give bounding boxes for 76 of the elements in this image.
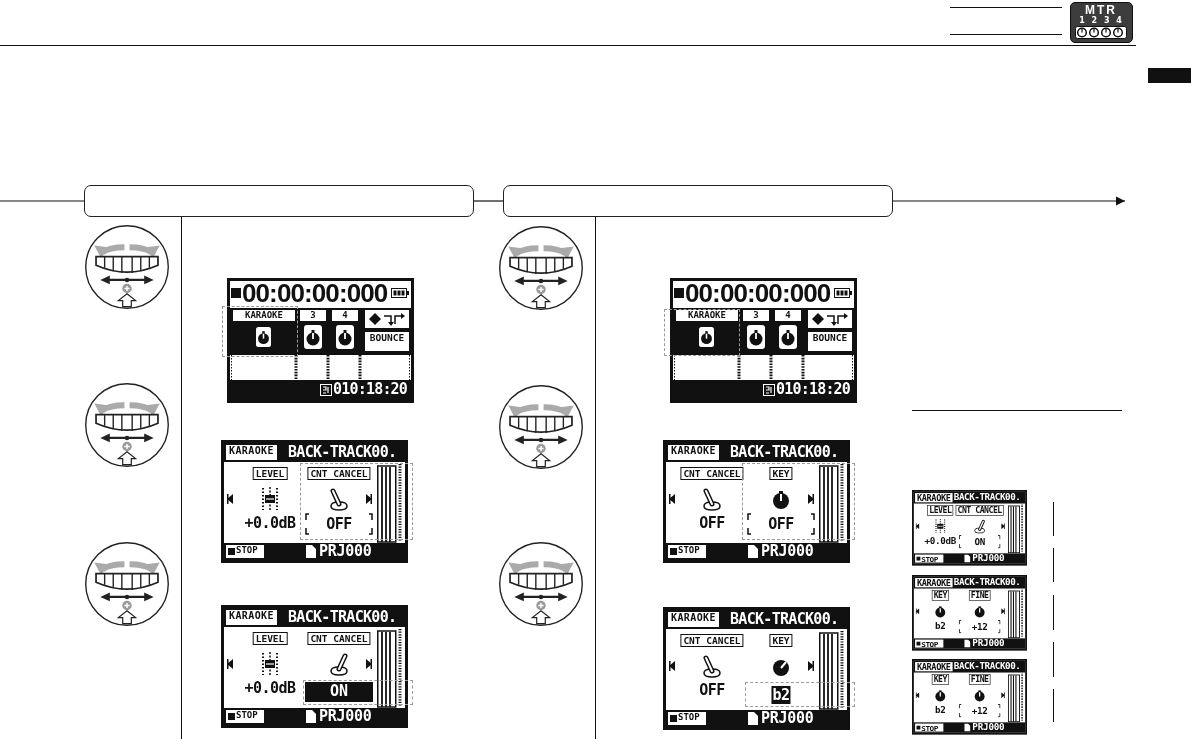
step-box — [503, 185, 893, 217]
function-label: BOUNCE — [365, 332, 409, 351]
parameter-value: OFF — [699, 681, 725, 699]
track-name: 3 — [300, 310, 326, 321]
track-title: BACK-TRACK00. — [953, 576, 1021, 588]
project-name: PRJ000 — [761, 709, 814, 727]
parameter-label: CNT CANCEL — [955, 505, 1004, 516]
project-name: PRJ000 — [972, 637, 1005, 649]
parameter-label: FINE — [968, 674, 991, 685]
project-name: PRJ000 — [972, 721, 1005, 733]
arrow — [892, 196, 1126, 206]
track-title: BACK-TRACK00. — [730, 443, 839, 461]
status-text: STOP — [678, 712, 700, 722]
parameter-value: OFF — [326, 515, 352, 533]
connector-line — [473, 200, 504, 202]
parameter-value: b2 — [935, 704, 946, 716]
parameter-value: +12 — [971, 621, 988, 633]
parameter-value: +12 — [971, 705, 988, 717]
parameter-label: KEY — [931, 674, 949, 685]
step-box — [84, 185, 474, 217]
parameter-value: OFF — [699, 514, 725, 532]
status-text: STOP — [678, 545, 700, 555]
function-label: BOUNCE — [808, 332, 852, 351]
project-name: PRJ000 — [761, 542, 814, 560]
track-name: 4 — [332, 310, 358, 321]
mode-tag: KARAOKE — [668, 445, 719, 460]
track-title: BACK-TRACK00. — [730, 610, 839, 628]
mode-tag: KARAOKE — [915, 662, 953, 672]
mode-tag: KARAOKE — [226, 445, 277, 460]
remaining-time: 010:18:20 — [333, 380, 408, 398]
badge-label: MTR — [1085, 3, 1117, 17]
parameter-value: ON — [974, 536, 985, 548]
parameter-label: KEY — [769, 634, 793, 647]
track-name: KARAOKE — [233, 310, 295, 321]
connector-line — [0, 200, 85, 202]
time-counter: 00:00:00:000 — [242, 278, 388, 309]
mode-tag: KARAOKE — [226, 610, 277, 625]
parameter-label: CNT CANCEL — [307, 632, 371, 645]
parameter-label: KEY — [769, 467, 793, 480]
lcd-screen — [912, 575, 1027, 651]
track-name: KARAOKE — [676, 310, 738, 321]
status-text: STOP — [236, 710, 258, 720]
parameter-label: FINE — [968, 590, 991, 601]
lcd-screen — [912, 490, 1027, 566]
parameter-value: OFF — [768, 515, 794, 533]
mode-tag: KARAOKE — [915, 493, 953, 503]
project-name: PRJ000 — [972, 552, 1005, 564]
parameter-label: CNT CANCEL — [680, 467, 744, 480]
parameter-label: LEVEL — [252, 632, 288, 645]
time-counter: 00:00:00:000 — [685, 278, 831, 309]
parameter-value: +0.0dB — [244, 514, 296, 532]
parameter-label: CNT CANCEL — [307, 467, 371, 480]
project-name: PRJ000 — [319, 542, 372, 560]
mode-badge — [1070, 2, 1133, 43]
parameter-label: KEY — [931, 590, 949, 601]
parameter-value: b2 — [935, 620, 946, 632]
selected-value: ON — [305, 682, 373, 702]
parameter-label: LEVEL — [252, 467, 288, 480]
mode-tag: KARAOKE — [668, 612, 719, 627]
project-name: PRJ000 — [319, 707, 372, 725]
status-text: STOP — [236, 545, 258, 555]
selected-value: b2 — [771, 686, 791, 704]
track-numbers: 1 2 3 4 — [1078, 16, 1124, 25]
track-name: 4 — [775, 310, 801, 321]
track-name: 3 — [743, 310, 769, 321]
mode-tag: KARAOKE — [915, 578, 953, 588]
track-title: BACK-TRACK00. — [288, 608, 397, 626]
track-title: BACK-TRACK00. — [953, 660, 1021, 672]
parameter-label: CNT CANCEL — [680, 634, 744, 647]
parameter-value: +0.0dB — [924, 535, 957, 547]
parameter-label: LEVEL — [927, 505, 954, 516]
track-title: BACK-TRACK00. — [953, 491, 1021, 503]
track-title: BACK-TRACK00. — [288, 443, 397, 461]
parameter-value: +0.0dB — [244, 679, 296, 697]
remaining-time: 010:18:20 — [776, 380, 851, 398]
lcd-screen — [912, 659, 1027, 735]
